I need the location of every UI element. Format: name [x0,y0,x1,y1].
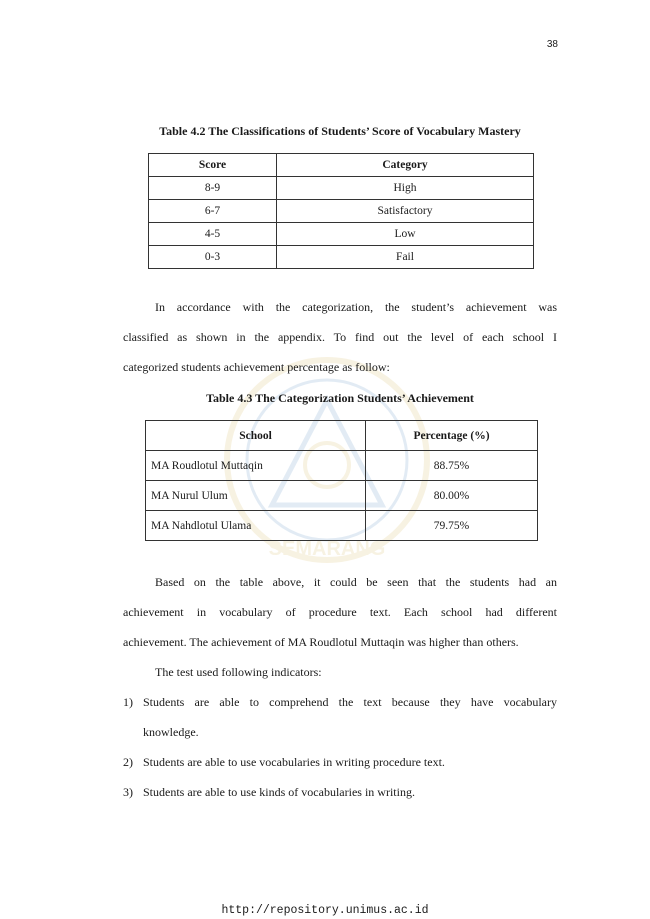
table1-caption: Table 4.2 The Classifications of Student… [159,124,521,138]
list-item: 3) Students are able to use kinds of voc… [123,777,557,807]
table-row: 8-9 High [148,176,534,200]
list-item-line: knowledge. [143,725,199,739]
list-item-line: Students are able to comprehend the text… [143,695,557,709]
percentage-cell: 88.75% [365,450,538,481]
paragraph-categorization: In accordance with the categorization, t… [123,292,557,382]
indicators-list: 1) Students are able to comprehend the t… [123,687,557,807]
score-cell: 4-5 [148,222,277,246]
list-item-line: Students are able to use vocabularies in… [143,755,445,769]
paragraph-line: achievement. The achievement of MA Roudl… [123,635,519,649]
paragraph-line: classified as shown in the appendix. To … [123,330,557,344]
school-cell: MA Roudlotul Muttaqin [145,450,366,481]
list-item-line: Students are able to use kinds of vocabu… [143,785,415,799]
footer-repository-url[interactable]: http://repository.unimus.ac.id [221,904,429,917]
paragraph-line: In accordance with the categorization, t… [155,300,557,314]
table-row: MA Nurul Ulum 80.00% [145,480,538,511]
svg-text:SEMARANG: SEMARANG [269,538,386,560]
percentage-cell: 79.75% [365,510,538,541]
paragraph-line: Based on the table above, it could be se… [155,575,557,589]
paragraph-line: categorized students achievement percent… [123,360,390,374]
header-category: Category [276,153,534,177]
score-cell: 0-3 [148,245,277,269]
header-score: Score [148,153,277,177]
list-number: 2) [123,755,133,769]
table-header-row: Score Category [148,153,534,177]
table-row: 0-3 Fail [148,245,534,269]
table-row: MA Roudlotul Muttaqin 88.75% [145,450,538,481]
table-header-row: School Percentage (%) [145,420,538,451]
score-cell: 6-7 [148,199,277,223]
percentage-cell: 80.00% [365,480,538,511]
header-percentage: Percentage (%) [365,420,538,451]
category-cell: Fail [276,245,534,269]
paragraph-line: achievement in vocabulary of procedure t… [123,605,557,619]
table-row: 6-7 Satisfactory [148,199,534,223]
list-item: 2) Students are able to use vocabularies… [123,747,557,777]
paragraph-indicators-intro: The test used following indicators: [123,657,557,687]
table-row: 4-5 Low [148,222,534,246]
table-row: MA Nahdlotul Ulama 79.75% [145,510,538,541]
category-cell: Satisfactory [276,199,534,223]
paragraph-line: The test used following indicators: [155,665,322,679]
table2-caption: Table 4.3 The Categorization Students’ A… [206,391,474,405]
list-item: 1) Students are able to comprehend the t… [123,687,557,747]
score-classification-table: Score Category 8-9 High 6-7 Satisfactory… [148,153,534,269]
paragraph-conclusion: Based on the table above, it could be se… [123,567,557,657]
category-cell: Low [276,222,534,246]
school-cell: MA Nurul Ulum [145,480,366,511]
header-school: School [145,420,366,451]
achievement-table: School Percentage (%) MA Roudlotul Mutta… [145,420,538,541]
list-number: 3) [123,785,133,799]
page-number: 38 [546,39,558,50]
school-cell: MA Nahdlotul Ulama [145,510,366,541]
list-number: 1) [123,695,133,709]
score-cell: 8-9 [148,176,277,200]
category-cell: High [276,176,534,200]
